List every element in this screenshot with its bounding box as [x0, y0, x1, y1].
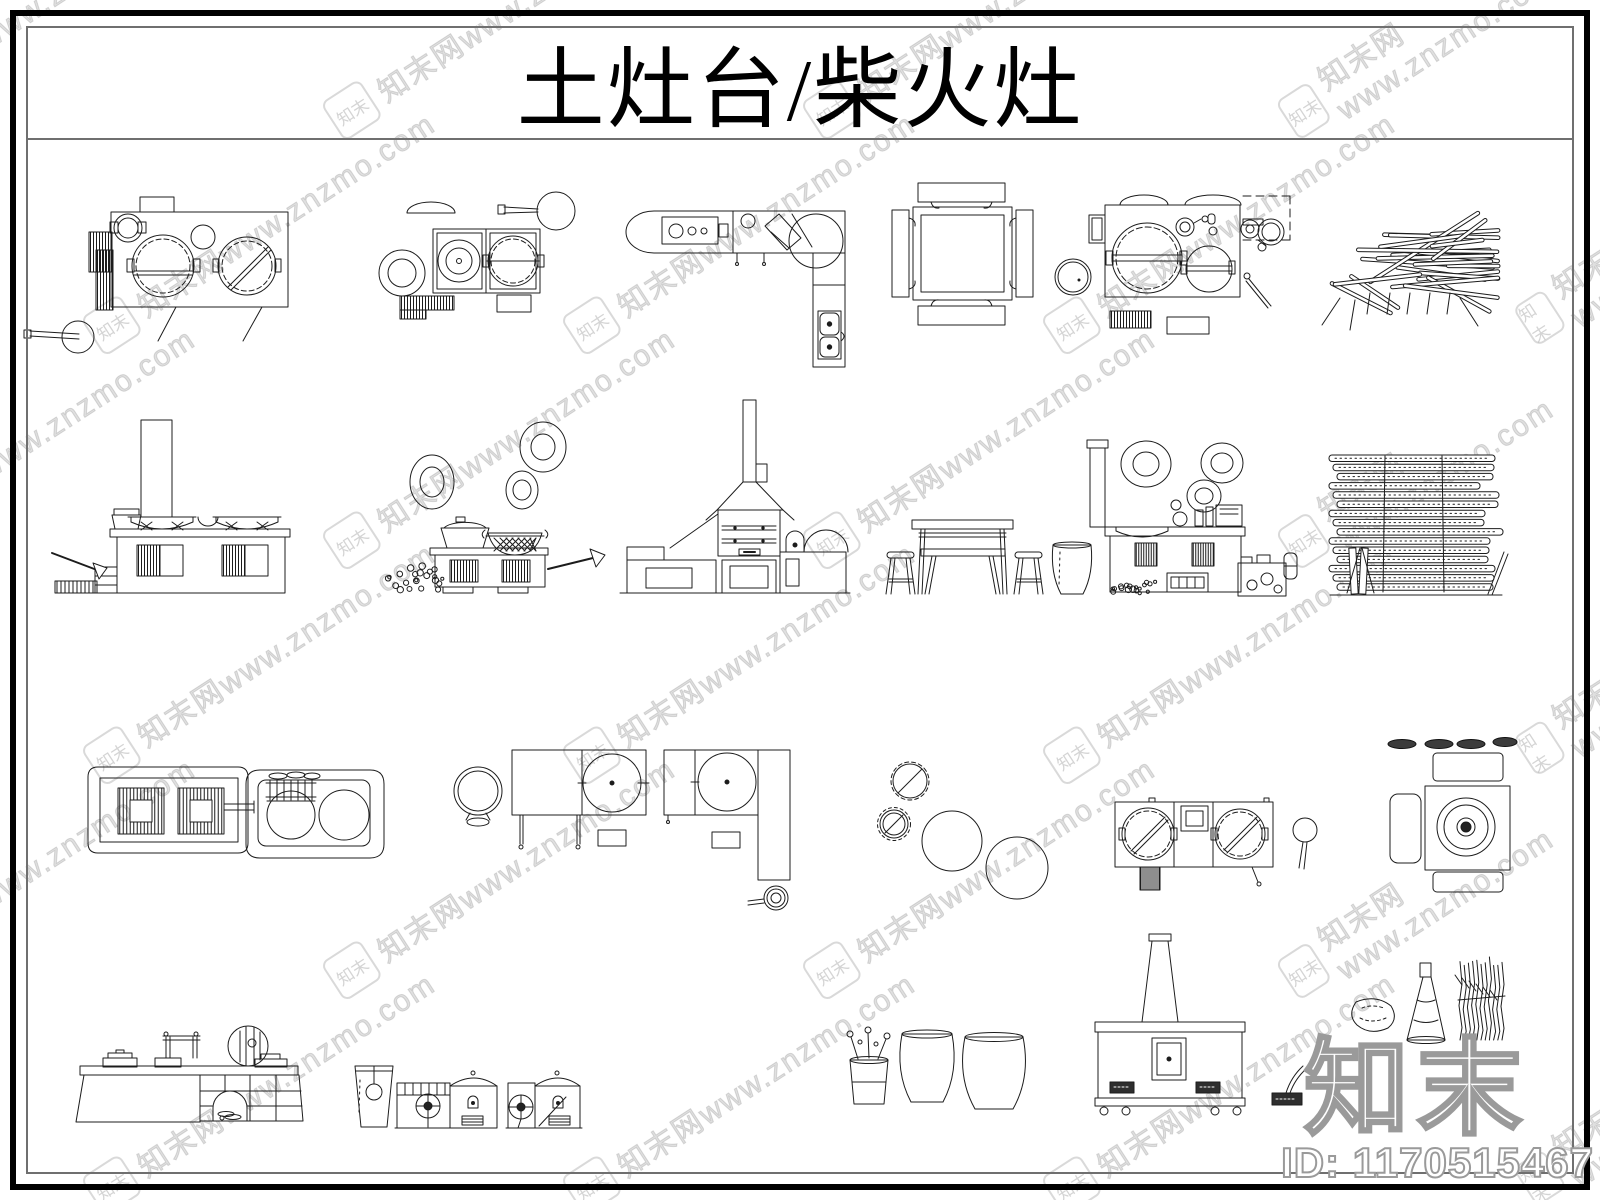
drawing-masonry-oven-elevation: [619, 399, 851, 594]
page-title: 土灶台/柴火灶: [516, 42, 1084, 140]
image-id-label: ID: 1170515467: [1280, 1139, 1594, 1186]
drawing-torch: [1271, 1065, 1307, 1106]
drawing-double-wok-stove-plan: [1114, 797, 1318, 891]
drawing-stove-elevation-chimney-left: [51, 419, 291, 594]
drawing-l-shaped-counter-plan: [625, 210, 846, 368]
drawing-stove-elevation-tall-chimney: [1094, 933, 1246, 1116]
drawing-rustic-stove-plan: [87, 766, 385, 859]
drawing-pot-lids-and-circles: [877, 761, 1049, 900]
drawing-firewood-pile-loose: [1321, 210, 1501, 331]
drawing-stove-plan-two-burner: [23, 196, 289, 354]
title-divider-line: [26, 138, 1574, 140]
drawing-square-table-plan-with-benches: [891, 182, 1092, 326]
drawing-water-vats: [899, 1029, 1026, 1110]
drawing-counters-plan-with-pan: [453, 749, 791, 911]
drawing-firepit-table-plan: [1387, 737, 1518, 893]
drawing-stove-elevation-with-pots: [1086, 439, 1287, 597]
drawing-stove-elevation-smoke-rings: [384, 421, 606, 594]
drawing-utensil-barrel: [846, 1026, 891, 1105]
drawing-vat-with-plumb: [354, 1065, 394, 1128]
drawing-long-stove-elevation-grindstone: [75, 1025, 304, 1123]
drawing-stove-plan-with-utensils: [1088, 194, 1291, 335]
znzmo-logo: 知末: [1302, 1031, 1530, 1148]
drawing-firewood-stack: [1283, 454, 1509, 596]
drawing-table-stools-elevation: [885, 519, 1093, 595]
drawing-stone-funnel-stalks: [1351, 956, 1506, 1044]
drawing-stove-house-dome-2: [505, 1070, 583, 1129]
drawing-stove-house-dome-1: [394, 1070, 498, 1129]
drawing-stove-plan-wok-pair: [378, 191, 576, 320]
